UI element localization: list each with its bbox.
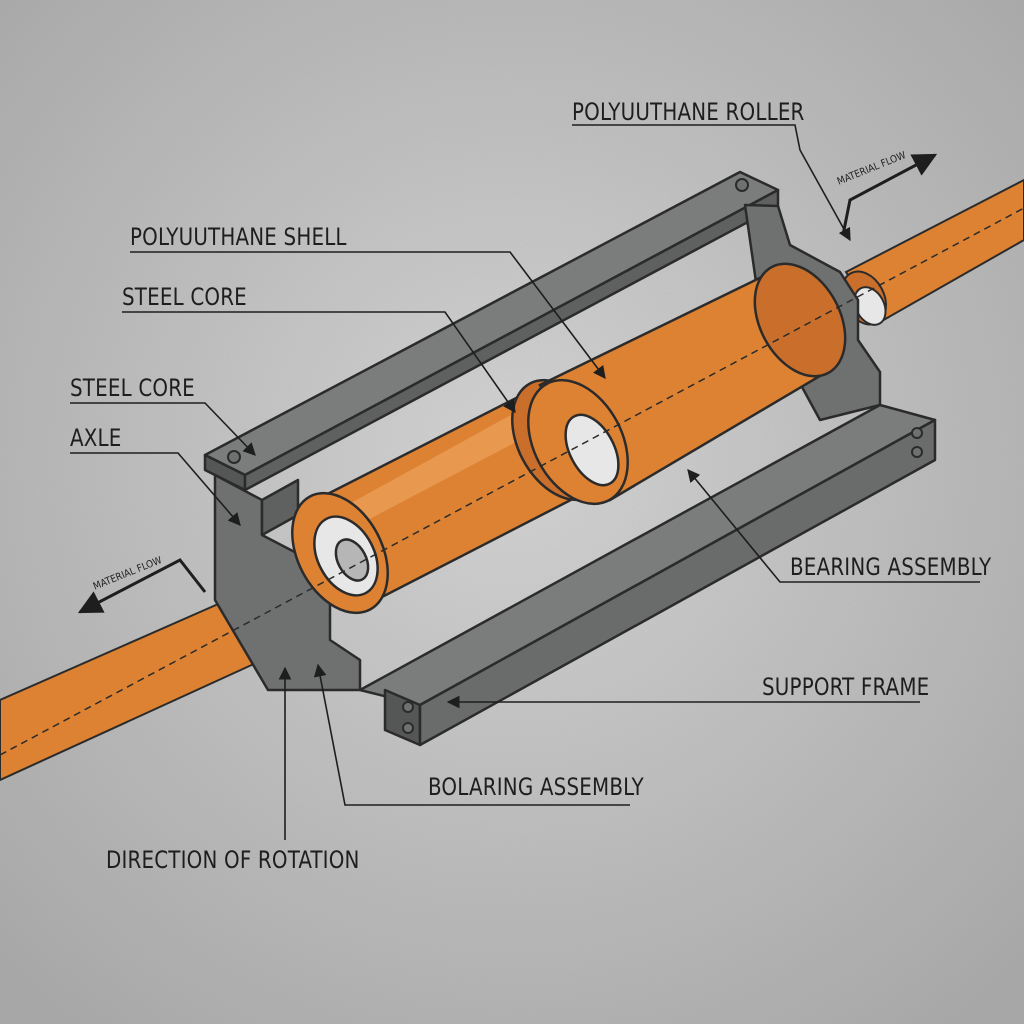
label-polyurethane-roller: POLYUUTHANE ROLLER [572, 98, 805, 126]
frame-bolts [227, 178, 923, 734]
label-bearing-assembly: BEARING ASSEMBLY [790, 553, 992, 581]
axle-shaft-right [840, 178, 1024, 326]
label-steel-core-lower: STEEL CORE [70, 374, 195, 402]
roller-right [527, 262, 847, 506]
support-frame [203, 170, 937, 747]
material-flow-arrow-left [77, 558, 207, 614]
label-bolaring-assembly: BOLARING ASSEMBLY [428, 773, 644, 801]
label-axle: AXLE [70, 424, 122, 452]
label-support-frame: SUPPORT FRAME [762, 673, 930, 701]
material-flow-arrow-right [841, 153, 938, 236]
label-direction-of-rotation: DIRECTION OF ROTATION [106, 846, 360, 874]
label-steel-core-upper: STEEL CORE [122, 283, 247, 311]
leader-lines [70, 124, 980, 840]
label-polyurethane-shell: POLYUUTHANE SHELL [130, 223, 347, 251]
axis-centerline [0, 207, 1024, 756]
